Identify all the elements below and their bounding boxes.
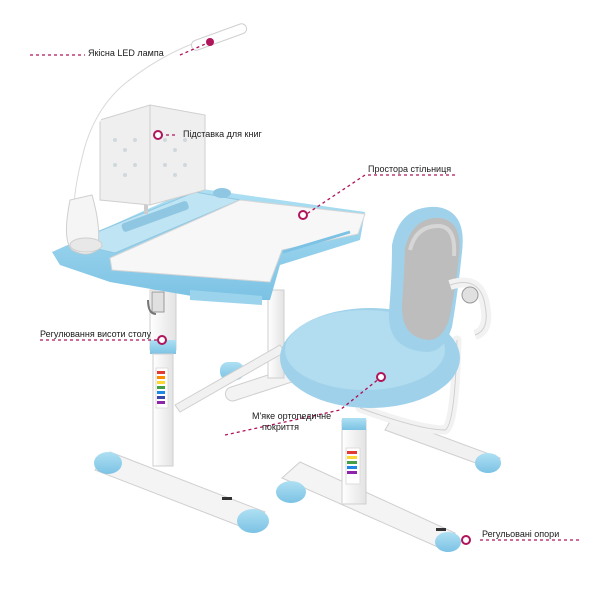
callout-cushion-line2: покриття — [262, 422, 299, 432]
callout-cushion-line1: М'яке ортопедичне — [252, 411, 332, 421]
callout-dot-book-stand — [153, 130, 163, 140]
desk-drawer — [190, 290, 262, 305]
callout-line-desktop — [304, 174, 455, 216]
callout-desktop: Простора стільниця — [368, 164, 452, 174]
chair — [276, 206, 501, 552]
chair-height-scale-sticker — [345, 447, 361, 485]
chair-back-foot-cap — [475, 453, 501, 473]
callout-dot-feet — [461, 535, 471, 545]
bag-hook-icon — [147, 291, 165, 315]
chair-front-foot-cap-right — [435, 532, 461, 552]
book-stand — [99, 104, 206, 214]
callout-book-stand: Підставка для книг — [183, 129, 262, 139]
callout-dot-cushion — [376, 372, 386, 382]
chair-backrest — [388, 206, 463, 352]
desk-front-foot-cap-right — [237, 509, 269, 533]
height-scale-sticker — [155, 367, 169, 409]
callout-dot-height — [157, 335, 167, 345]
desk-tray-slot — [121, 201, 189, 232]
callout-feet: Регульовані опори — [482, 529, 560, 539]
callout-line-cushion — [224, 377, 381, 436]
chair-foot-adjuster — [436, 528, 446, 531]
callout-lamp: Якісна LED лампа — [88, 48, 164, 58]
desk-foot-adjuster — [222, 497, 232, 500]
led-desk-lamp — [66, 23, 248, 255]
desk — [52, 23, 389, 533]
chair-front-foot — [281, 461, 456, 549]
callout-dot-lamp — [206, 38, 214, 46]
chair-back-knob — [461, 286, 479, 304]
desk-front-foot-cap-left — [94, 452, 122, 474]
desk-left-leg-collar — [150, 340, 176, 354]
callout-height: Регулювання висоти столу — [40, 329, 152, 339]
chair-front-foot-cap-left — [276, 481, 306, 503]
callout-dots — [153, 38, 471, 545]
desk-cup-holder — [213, 188, 231, 198]
desk-ledge — [282, 230, 351, 254]
callout-dot-desktop — [298, 210, 308, 220]
chair-column-collar — [342, 418, 366, 430]
